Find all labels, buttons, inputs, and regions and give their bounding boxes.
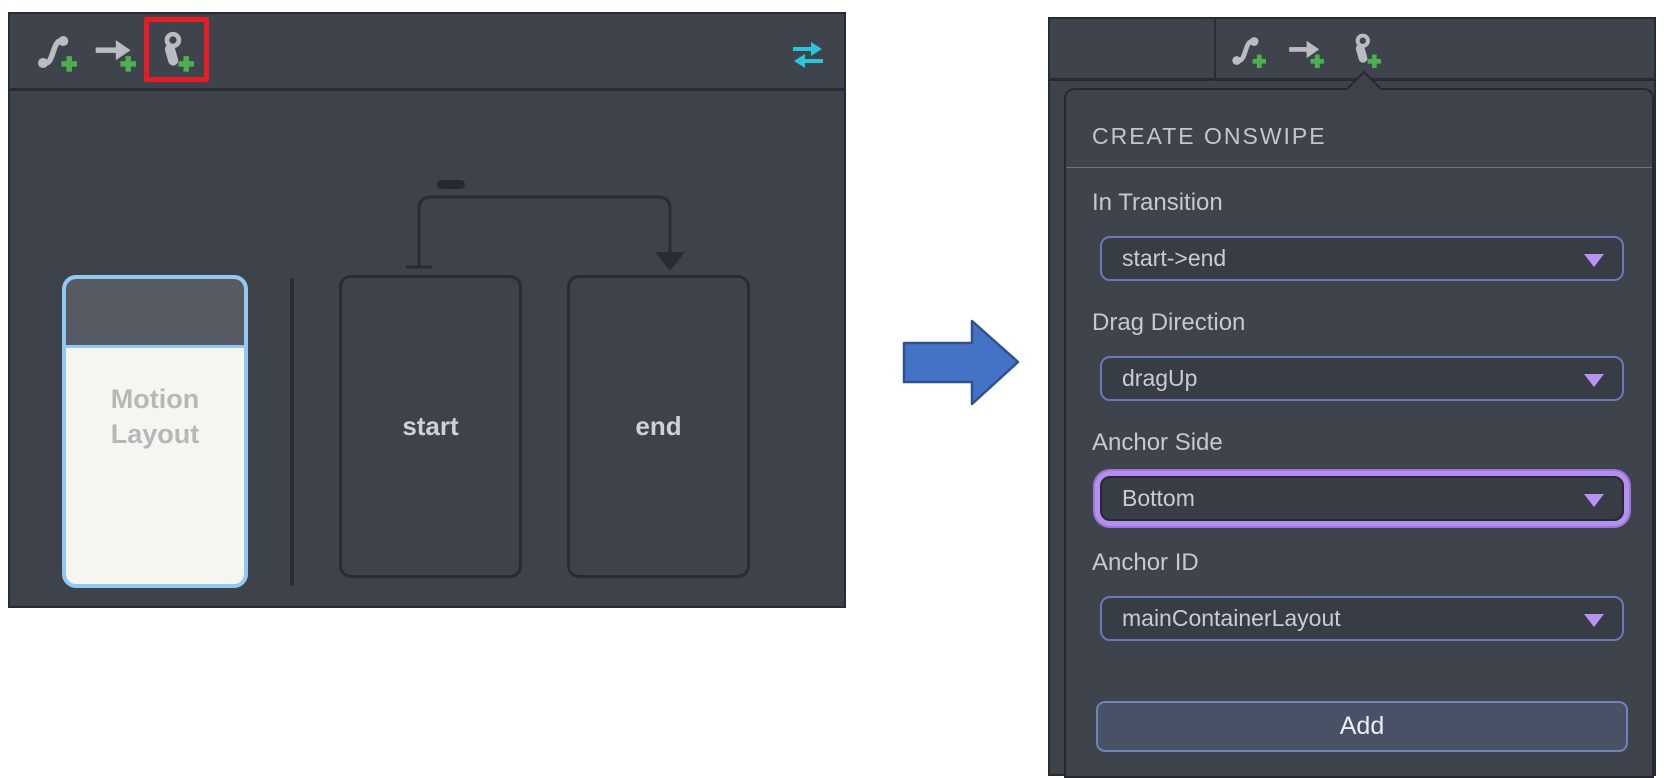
anchor-id-dropdown[interactable]: mainContainerLayout [1100,596,1624,641]
state-end-label: end [635,411,682,441]
anchor-side-label: Anchor Side [1092,429,1223,456]
anchor-id-label: Anchor ID [1092,549,1199,576]
add-button[interactable]: Add [1096,701,1628,752]
right-toolbar [1050,19,1654,81]
chevron-down-icon [1584,494,1604,507]
create-constraint-set-icon[interactable] [1286,32,1324,75]
toolbar-divider [1214,19,1216,81]
state-start-label: start [402,411,459,441]
diagram-divider [290,278,294,586]
chevron-down-icon [1584,614,1604,627]
popup-title: CREATE ONSWIPE [1092,123,1327,149]
anchor-side-dropdown[interactable]: Bottom [1100,476,1624,521]
create-onswipe-panel: CREATE ONSWIPE In Transition start->end … [1048,17,1656,778]
create-transition-icon[interactable] [33,30,77,79]
popup-title-divider [1066,167,1652,168]
in-transition-value: start->end [1122,245,1227,271]
state-box-start[interactable]: start [339,275,522,578]
motion-layout-card[interactable]: Motion Layout [62,275,248,588]
in-transition-label: In Transition [1092,189,1223,216]
drag-direction-label: Drag Direction [1092,309,1246,336]
anchor-side-value: Bottom [1122,485,1195,511]
motion-layout-line1: Motion [110,384,200,414]
anchor-id-value: mainContainerLayout [1122,605,1341,631]
motion-layout-line2: Layout [110,419,200,449]
right-block-arrow-icon [902,319,1020,406]
state-box-end[interactable]: end [567,275,750,578]
swap-direction-icon[interactable] [791,42,825,73]
in-transition-dropdown[interactable]: start->end [1100,236,1624,281]
drag-direction-value: dragUp [1122,365,1198,391]
motion-editor-overview-panel: Motion Layout start end [8,12,846,608]
motion-layout-card-label: Motion Layout [66,348,244,452]
create-constraint-set-icon[interactable] [92,30,136,79]
create-onswipe-icon[interactable] [1343,32,1381,75]
chevron-down-icon [1584,374,1604,387]
left-toolbar [10,14,844,91]
create-onswipe-icon[interactable] [150,30,194,79]
drag-direction-dropdown[interactable]: dragUp [1100,356,1624,401]
red-highlight-box [144,17,209,82]
chevron-down-icon [1584,254,1604,267]
create-transition-icon[interactable] [1228,32,1266,75]
motion-layout-card-header [66,279,244,348]
create-onswipe-popup: CREATE ONSWIPE In Transition start->end … [1064,70,1654,778]
add-button-label: Add [1339,712,1385,740]
